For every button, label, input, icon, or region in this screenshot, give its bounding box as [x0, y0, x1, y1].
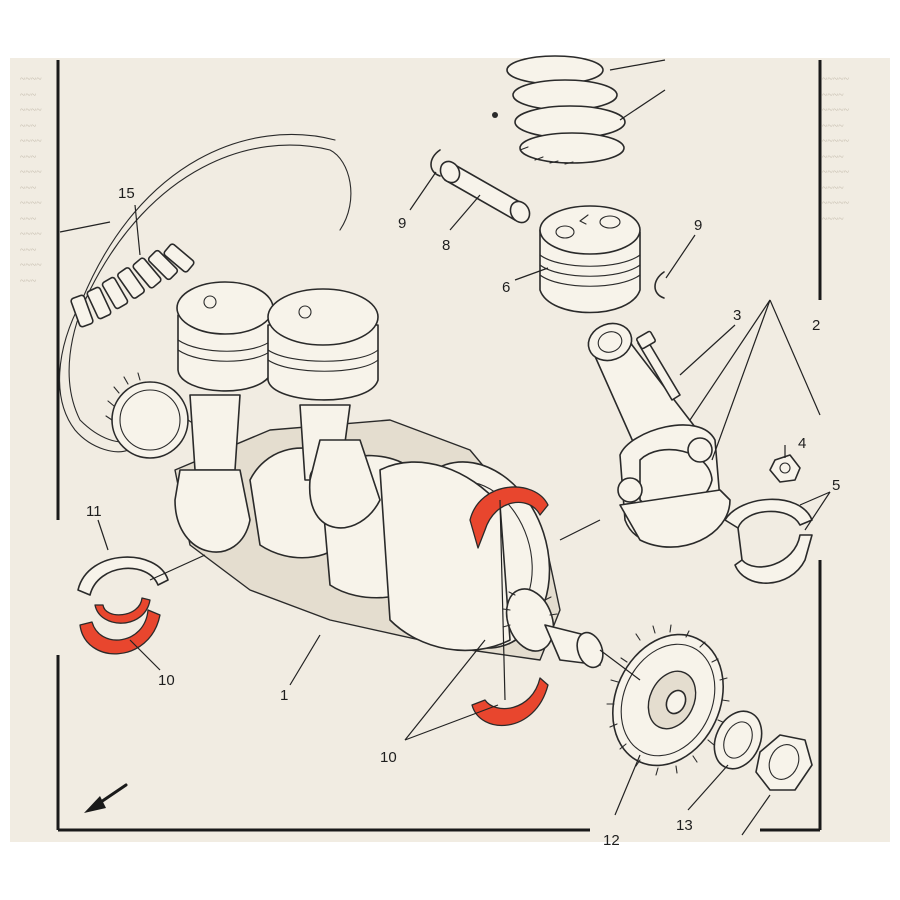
figure-frame: [56, 60, 822, 832]
callout-4: 4: [798, 435, 806, 452]
highlighted-main-bearing-shell-left: [79, 609, 161, 655]
callout-15: 15: [118, 185, 135, 202]
callout-12: 12: [603, 832, 620, 849]
callout-1: 1: [280, 687, 288, 704]
assembled-pistons: [174, 281, 381, 553]
callout-11: 11: [86, 503, 102, 520]
primary-gear: [606, 624, 730, 776]
highlighted-main-bearing-shell-left-b: [94, 597, 151, 624]
bleed-through-text-left: ~~~~ ~~~ ~~~~ ~~~ ~~~~ ~~~ ~~~~ ~~~ ~~~~…: [20, 74, 42, 287]
gear-nut: [755, 734, 813, 791]
callout-13: 13: [676, 817, 693, 834]
callout-6: 6: [502, 279, 510, 296]
callout-3: 3: [733, 307, 741, 324]
bleed-through-text-right: ~~~~~ ~~~~ ~~~~~ ~~~~ ~~~~~ ~~~~ ~~~~~ ~…: [822, 74, 850, 225]
callout-labels: 1 2 3 4 5 6 8 9 9 10 10 11 12 13 15: [86, 185, 840, 849]
callout-8: 8: [442, 237, 450, 254]
connecting-rod: [587, 322, 801, 548]
washer: [713, 710, 763, 770]
callout-5: 5: [832, 477, 840, 494]
direction-arrow-icon: [84, 783, 128, 813]
piston-rings: [492, 55, 666, 165]
gear-teeth: [606, 624, 730, 776]
center-main-bearing-set: [469, 486, 549, 727]
highlighted-main-bearing-shell-lower: [471, 677, 549, 727]
piston: [539, 205, 641, 314]
callout-leaders: [59, 171, 831, 836]
cam-chain: [59, 133, 352, 453]
callout-9-right: 9: [694, 217, 702, 234]
left-main-bearing-set: [77, 556, 169, 655]
callout-9-left: 9: [398, 215, 406, 232]
callout-2: 2: [812, 317, 820, 334]
highlighted-main-bearing-shell-upper: [469, 486, 549, 549]
circlip-right: [654, 271, 665, 299]
assembly-lines: [149, 499, 641, 701]
big-end-bearing-shells: [724, 498, 813, 584]
piston-pin: [439, 160, 531, 224]
callout-10-center: 10: [380, 749, 397, 766]
rivet-dot: [492, 112, 498, 118]
circlip-left: [430, 149, 441, 177]
cam-chain-links: [70, 243, 195, 328]
callout-10-left: 10: [158, 672, 175, 689]
